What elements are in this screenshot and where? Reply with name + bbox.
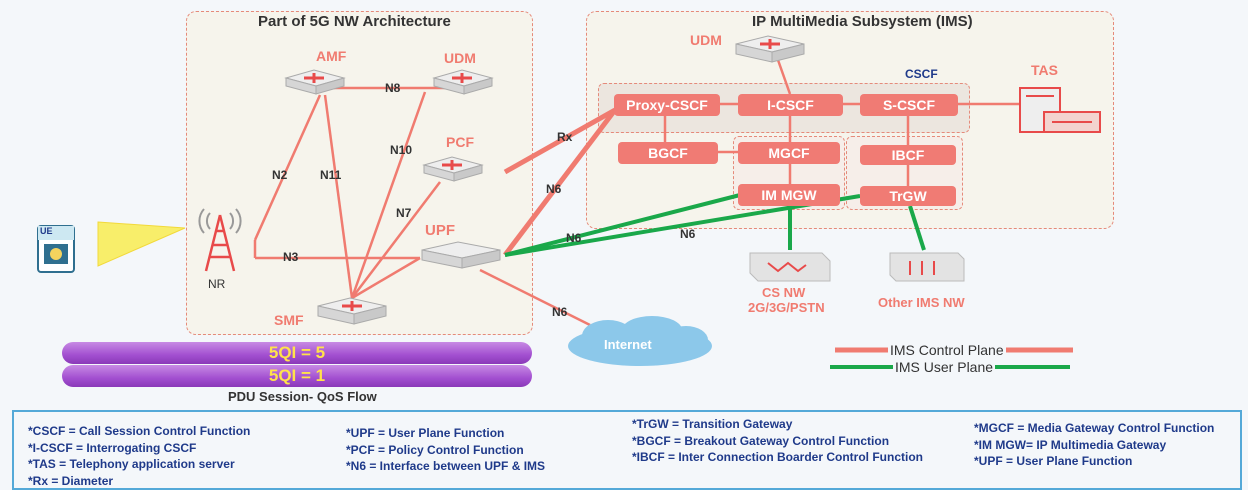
ue-beam <box>97 221 186 267</box>
cs-nw-label: CS NW <box>762 285 806 300</box>
legend-col-2: *UPF = User Plane Function *PCF = Policy… <box>346 425 545 475</box>
other-ims-label: Other IMS NW <box>878 295 965 310</box>
legend-item: *IM MGW= IP Multimedia Gateway <box>974 437 1167 452</box>
internet-label: Internet <box>604 337 652 352</box>
ims-title: IP MultiMedia Subsystem (IMS) <box>752 13 973 30</box>
n11-label: N11 <box>320 168 342 182</box>
legend-col-1: *CSCF = Call Session Control Function *I… <box>28 423 250 489</box>
n6-label-control: N6 <box>546 182 562 196</box>
cs-nw-sublabel: 2G/3G/PSTN <box>748 300 825 315</box>
legend-item: *TrGW = Transition Gateway <box>632 417 793 431</box>
n6-internet-link <box>479 268 591 327</box>
udm-router-icon <box>432 69 494 95</box>
internet-cloud-icon <box>568 316 712 366</box>
nr-tower-icon <box>198 208 242 272</box>
legend-col-3: *TrGW = Transition Gateway *BGCF = Break… <box>632 416 923 466</box>
qos-flow-2: 5QI = 1 <box>62 365 532 387</box>
pcf-label: PCF <box>446 134 474 150</box>
ims-udm-router-icon <box>735 35 805 63</box>
legend-item: *N6 = Interface between UPF & IMS <box>346 459 546 473</box>
rx-link <box>503 107 617 175</box>
legend-item: *CSCF = Call Session Control Function <box>28 424 251 438</box>
5g-nw-title: Part of 5G NW Architecture <box>258 13 451 30</box>
user-plane-label: IMS User Plane <box>893 359 996 375</box>
n7-link <box>351 181 441 299</box>
ue-phone-icon <box>37 225 75 273</box>
n7-label: N7 <box>396 206 412 220</box>
control-plane-label: IMS Control Plane <box>888 342 1006 358</box>
n6-label-internet: N6 <box>552 305 568 319</box>
i-cscf-box: I-CSCF <box>738 94 843 116</box>
smf-router-icon <box>317 297 387 325</box>
n6-user-link-a <box>504 193 741 257</box>
legend-item: *UPF = User Plane Function <box>974 454 1133 468</box>
bgcf-box: BGCF <box>618 142 718 164</box>
legend-item: *UPF = User Plane Function <box>346 426 505 440</box>
udm-icscf-link <box>776 59 792 95</box>
legend-item: *I-CSCF = Interrogating CSCF <box>28 440 197 455</box>
qos-flow-1-label: 5QI = 5 <box>268 343 326 362</box>
n6-label-user-a: N6 <box>566 231 582 245</box>
ue-label: UE <box>40 226 53 236</box>
smf-label: SMF <box>274 312 304 328</box>
proxy-cscf-box: Proxy-CSCF <box>614 94 720 116</box>
trgw-otherims-link <box>908 205 926 251</box>
ims-udm-label: UDM <box>690 32 722 48</box>
abbreviation-legend: *CSCF = Call Session Control Function *I… <box>12 410 1242 490</box>
ibcf-box: IBCF <box>860 145 956 165</box>
amf-router-icon <box>284 69 346 95</box>
s-cscf-box: S-CSCF <box>860 94 958 116</box>
upf-router-icon <box>421 241 501 269</box>
legend-item: *IBCF = Inter Connection Boarder Control… <box>632 450 923 464</box>
legend-item: *BGCF = Breakout Gateway Control Functio… <box>632 433 890 448</box>
other-ims-server-icon <box>889 252 965 282</box>
n2-link <box>253 94 322 241</box>
legend-item: *TAS = Telephony application server <box>28 457 235 471</box>
pdu-session-caption: PDU Session- QoS Flow <box>228 389 377 404</box>
udm-label: UDM <box>444 50 476 66</box>
legend-item: *MGCF = Media Gateway Control Function <box>974 421 1215 435</box>
amf-label: AMF <box>316 48 347 64</box>
cscf-label: CSCF <box>905 67 938 81</box>
rx-label: Rx <box>557 130 573 144</box>
im-mgw-box: IM MGW <box>738 184 840 206</box>
upf-label: UPF <box>425 222 455 239</box>
trgw-box: TrGW <box>860 186 956 206</box>
n2-label: N2 <box>272 168 288 182</box>
n6-label-user-b: N6 <box>680 227 696 241</box>
tas-server-icon <box>1019 87 1101 133</box>
upf-smf-link <box>351 256 421 300</box>
mgcf-box: MGCF <box>738 142 840 164</box>
n3-label: N3 <box>283 250 299 264</box>
n6-control-link <box>503 108 617 257</box>
qos-flow-2-label: 5QI = 1 <box>268 366 326 385</box>
legend-col-4: *MGCF = Media Gateway Control Function *… <box>974 420 1214 470</box>
n10-link <box>350 91 427 299</box>
qos-flow-1: 5QI = 5 <box>62 342 532 364</box>
pcf-router-icon <box>422 156 484 182</box>
nr-label: NR <box>208 277 226 291</box>
legend-item: *PCF = Policy Control Function <box>346 442 524 457</box>
legend-item: *Rx = Diameter <box>28 473 114 488</box>
n8-label: N8 <box>385 81 401 95</box>
n11-link <box>323 94 354 299</box>
n10-label: N10 <box>390 143 413 157</box>
tas-label: TAS <box>1031 62 1058 78</box>
cs-nw-switch-icon <box>749 252 831 282</box>
